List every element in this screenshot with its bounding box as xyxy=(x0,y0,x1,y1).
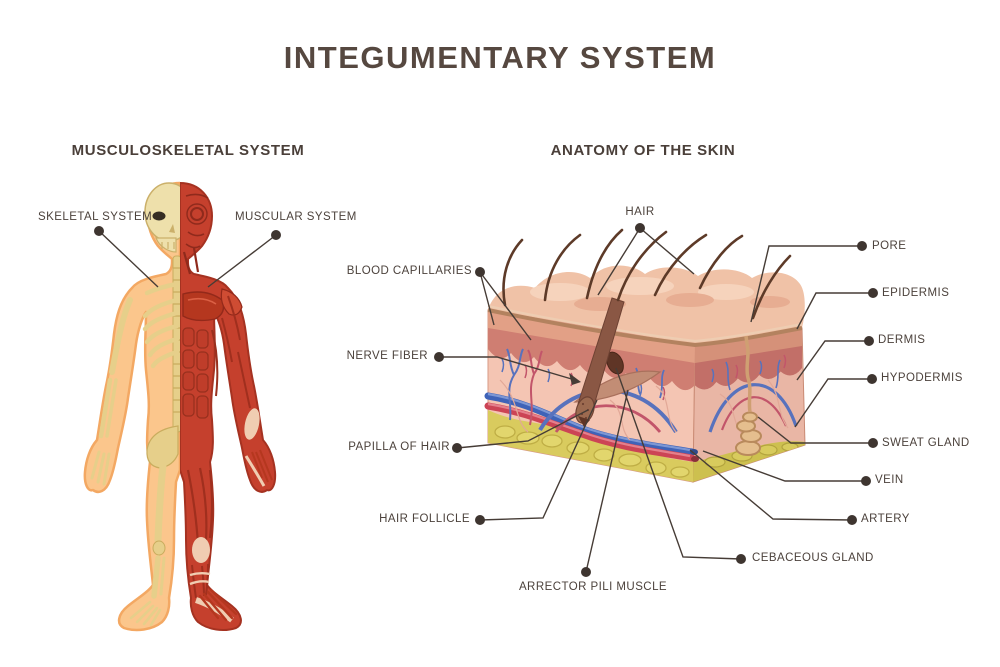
label-hypodermis: HYPODERMIS xyxy=(881,372,963,384)
body-illustration xyxy=(83,181,277,632)
leader-hair xyxy=(597,227,695,296)
heading-anatomy-of-skin: ANATOMY OF THE SKIN xyxy=(550,142,736,159)
body-muscular-half xyxy=(180,182,277,631)
leader-arrector-pili xyxy=(585,389,629,573)
leader-papilla-of-hair xyxy=(456,409,589,449)
label-arrector-pili-muscle: ARRECTOR PILI MUSCLE xyxy=(518,581,668,593)
leader-cebaceous-gland xyxy=(615,367,742,560)
label-epidermis: EPIDERMIS xyxy=(882,287,950,299)
label-sweat-gland: SWEAT GLAND xyxy=(882,437,970,449)
skin-block-illustration xyxy=(484,228,806,483)
body-skeletal-half xyxy=(83,181,180,632)
leader-sweat-gland xyxy=(757,416,873,444)
leader-dermis xyxy=(796,340,869,381)
vein-vessel xyxy=(484,392,696,456)
sweat-gland-shape xyxy=(735,335,762,456)
sebaceous-gland-shape xyxy=(606,351,624,375)
leader-artery xyxy=(689,449,853,521)
leader-hypodermis xyxy=(794,378,872,428)
label-vein: VEIN xyxy=(875,474,904,486)
label-nerve-fiber: NERVE FIBER xyxy=(346,350,428,362)
label-cebaceous-gland: CEBACEOUS GLAND xyxy=(752,552,874,564)
nerve-arrowhead xyxy=(569,373,581,385)
label-hair-follicle: HAIR FOLLICLE xyxy=(379,513,470,525)
label-muscular-system: MUSCULAR SYSTEM xyxy=(235,211,357,223)
leader-blood-capillaries xyxy=(479,271,532,341)
label-papilla-of-hair: PAPILLA OF HAIR xyxy=(348,441,450,453)
hair-strands xyxy=(502,228,792,320)
page-title: INTEGUMENTARY SYSTEM xyxy=(283,40,717,75)
leader-vein xyxy=(702,450,866,482)
label-skeletal-system: SKELETAL SYSTEM xyxy=(38,211,153,223)
label-artery: ARTERY xyxy=(861,513,910,525)
leader-pore xyxy=(750,245,862,323)
leader-muscular xyxy=(207,234,277,288)
leader-skeletal xyxy=(98,230,159,288)
heading-musculoskeletal: MUSCULOSKELETAL SYSTEM xyxy=(71,142,305,159)
label-dermis: DERMIS xyxy=(878,334,926,346)
label-blood-capillaries: BLOOD CAPILLARIES xyxy=(346,265,472,277)
leader-epidermis xyxy=(796,292,873,330)
leader-hair-follicle xyxy=(479,399,598,521)
label-hair: HAIR xyxy=(625,206,655,218)
leader-nerve-fiber xyxy=(439,356,576,381)
leader-dots xyxy=(94,223,878,577)
label-pore: PORE xyxy=(872,240,907,252)
leader-lines xyxy=(98,227,873,573)
